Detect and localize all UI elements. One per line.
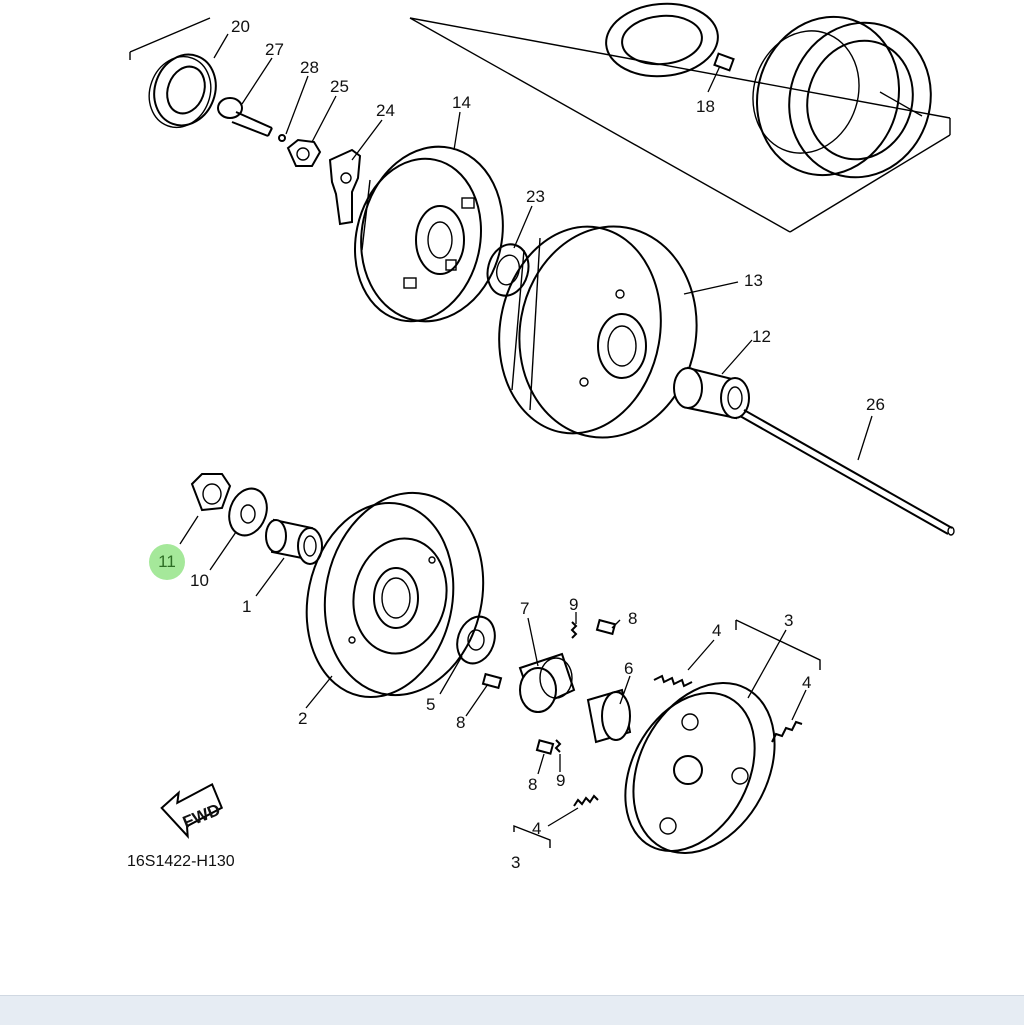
part-28-pin[interactable] [278, 134, 286, 142]
callout-3-top[interactable]: 3 [784, 611, 793, 630]
part-1-bushing[interactable] [265, 518, 323, 565]
part-24-lock-plate[interactable] [328, 148, 362, 226]
clutch-plates[interactable] [603, 0, 951, 196]
callout-10[interactable]: 10 [190, 571, 209, 590]
callout-2[interactable]: 2 [298, 709, 307, 728]
callout-24[interactable]: 24 [376, 101, 395, 120]
part-3-bracket-top [735, 619, 821, 670]
part-8-pin-mid[interactable] [481, 672, 503, 690]
callout-1[interactable]: 1 [242, 597, 251, 616]
callout-8-bottom[interactable]: 8 [528, 775, 537, 794]
part-6-bearing[interactable] [586, 688, 632, 744]
callout-4-top[interactable]: 4 [712, 621, 721, 640]
part-10-washer[interactable] [223, 483, 273, 540]
callout-23[interactable]: 23 [526, 187, 545, 206]
part-9-spring-bottom[interactable] [554, 739, 562, 753]
part-13-clutch-housing[interactable] [483, 212, 713, 451]
part-7-one-way-clutch[interactable] [518, 652, 576, 713]
leader-lines [179, 33, 923, 827]
part-9-spring-top[interactable] [570, 621, 578, 639]
part-14-gear-hub[interactable] [340, 133, 518, 334]
parts-diagram: FWD 20 27 28 25 24 14 23 18 [127, 0, 955, 877]
callout-3-bottom[interactable]: 3 [511, 853, 520, 872]
part-27-bolt[interactable] [217, 97, 273, 137]
part-3-shoe-assembly[interactable] [599, 658, 802, 877]
part-8-pin-bottom[interactable] [535, 739, 555, 755]
diagram-code: 16S1422-H130 [127, 853, 235, 870]
part-2-clutch-drum[interactable] [289, 478, 501, 711]
callout-14[interactable]: 14 [452, 93, 471, 112]
part-5-washer[interactable] [451, 611, 501, 668]
callout-9-top[interactable]: 9 [569, 595, 578, 614]
part-4-spring-bottom[interactable] [573, 794, 599, 807]
callout-8-mid[interactable]: 8 [456, 713, 465, 732]
part-8-pin-top[interactable] [595, 618, 617, 636]
callout-25[interactable]: 25 [330, 77, 349, 96]
group-outline-top [129, 17, 951, 233]
part-26-rod[interactable] [739, 409, 955, 536]
part-4-spring-right[interactable] [771, 720, 803, 743]
callout-11-highlighted[interactable]: 11 [158, 552, 176, 571]
callout-18[interactable]: 18 [696, 97, 715, 116]
callout-26[interactable]: 26 [866, 395, 885, 414]
callout-7[interactable]: 7 [520, 599, 529, 618]
callout-6[interactable]: 6 [624, 659, 633, 678]
callout-4-bottom[interactable]: 4 [532, 819, 541, 838]
callout-8-top[interactable]: 8 [628, 609, 637, 628]
fwd-arrow-icon: FWD [160, 782, 224, 839]
callout-5[interactable]: 5 [426, 695, 435, 714]
part-25-nut[interactable] [286, 138, 322, 167]
part-18-bolt[interactable] [713, 52, 735, 72]
part-20-seal[interactable] [139, 46, 225, 136]
callout-20[interactable]: 20 [231, 17, 250, 36]
callout-13[interactable]: 13 [744, 271, 763, 290]
part-12-sleeve[interactable] [673, 366, 750, 420]
part-4-spring-top[interactable] [653, 674, 693, 688]
callout-9-bottom[interactable]: 9 [556, 771, 565, 790]
bottom-bar [0, 995, 1024, 1025]
callout-12[interactable]: 12 [752, 327, 771, 346]
callout-28[interactable]: 28 [300, 58, 319, 77]
callout-4-right[interactable]: 4 [802, 673, 811, 692]
callout-27[interactable]: 27 [265, 40, 284, 59]
part-11-nut[interactable] [190, 473, 232, 512]
part-3-bracket-bottom [513, 824, 551, 848]
highlight-badge[interactable] [149, 544, 185, 580]
